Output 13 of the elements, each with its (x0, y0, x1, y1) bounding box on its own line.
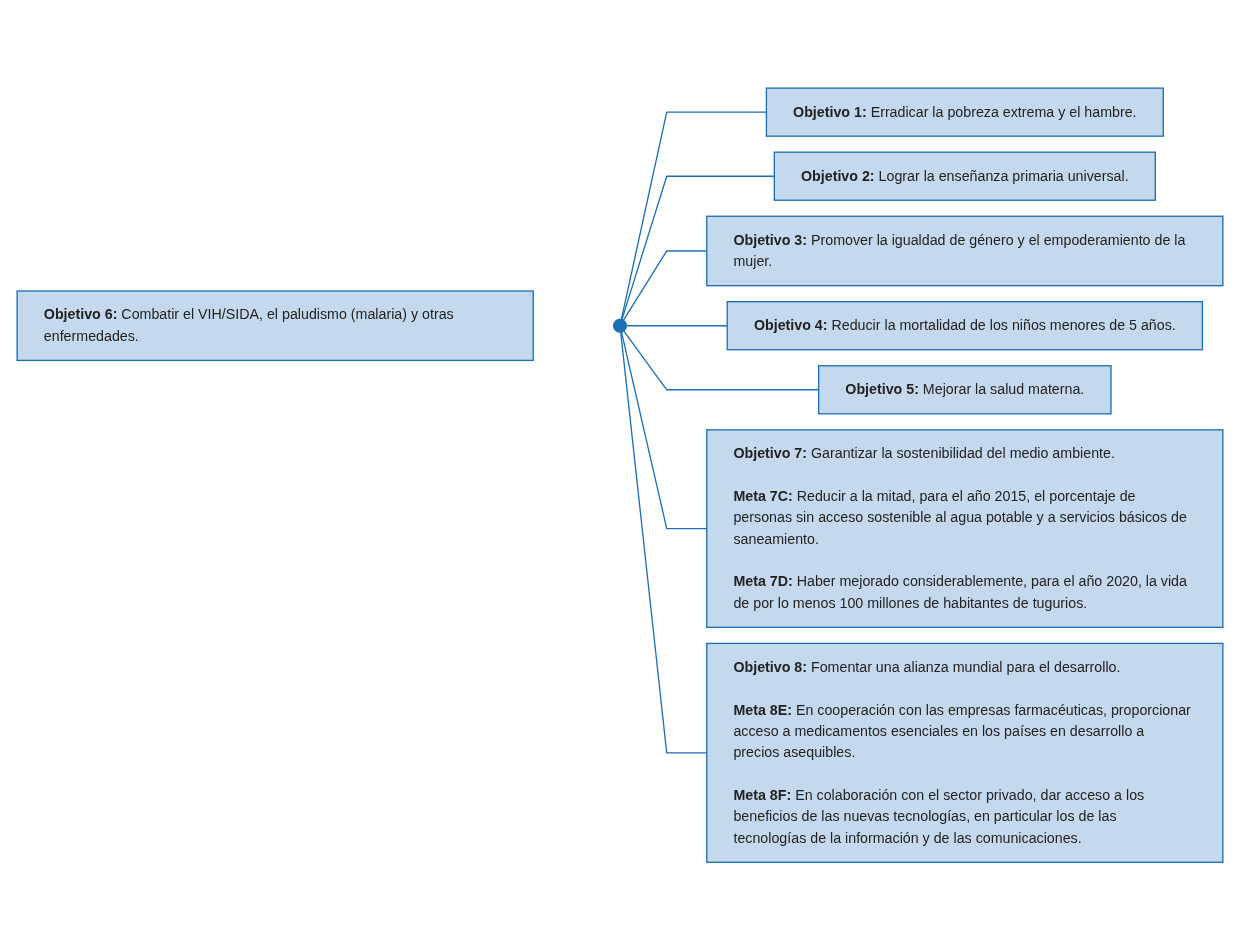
node-box: Objetivo 6: Combatir el VIH/SIDA, el paludismo (malaria) y otras enfermedades. (15, 290, 534, 361)
node-box: Objetivo 3: Promover la igualdad de género y el empoderamiento de la mujer. (705, 215, 1224, 287)
node-box: Objetivo 1: Erradicar la pobreza extrema y el hambre. (765, 87, 1164, 137)
node-box: Objetivo 8: Fomentar una alianza mundial para el desarrollo. Meta 8E: En cooperación con las empresas farmacéuticas, proporcionar acceso a medicamentos esenciales en los países en desarrollo a precios asequibles. Meta 8F: En colaboración con el sector privado, dar acceso a los beneficios de las nuevas tecnologías, en particular los de las tecnologías de la información y de las comunicaciones. (705, 642, 1224, 863)
node-circle (612, 318, 627, 333)
connector (622, 330, 819, 391)
connector (619, 331, 707, 754)
node-box: Objetivo 4: Reducir la mortalidad de los niños menores de 5 años. (726, 300, 1203, 351)
connector (620, 331, 707, 530)
connector (622, 250, 707, 321)
node-box: Objetivo 2: Lograr la enseñanza primaria universal. (773, 151, 1156, 201)
node-box: Objetivo 5: Mejorar la salud materna. (817, 364, 1112, 415)
node-box: Objetivo 7: Garantizar la sostenibilidad del medio ambiente. Meta 7C: Reducir a la mitad, para el año 2015, el porcentaje de personas sin acceso sostenible al agua potable y a servicios básicos de saneamiento. Meta 7D: Haber mejorado considerablemente, para el año 2020, la vida de por lo menos 100 millones de habitantes de tugurios. (705, 428, 1224, 628)
